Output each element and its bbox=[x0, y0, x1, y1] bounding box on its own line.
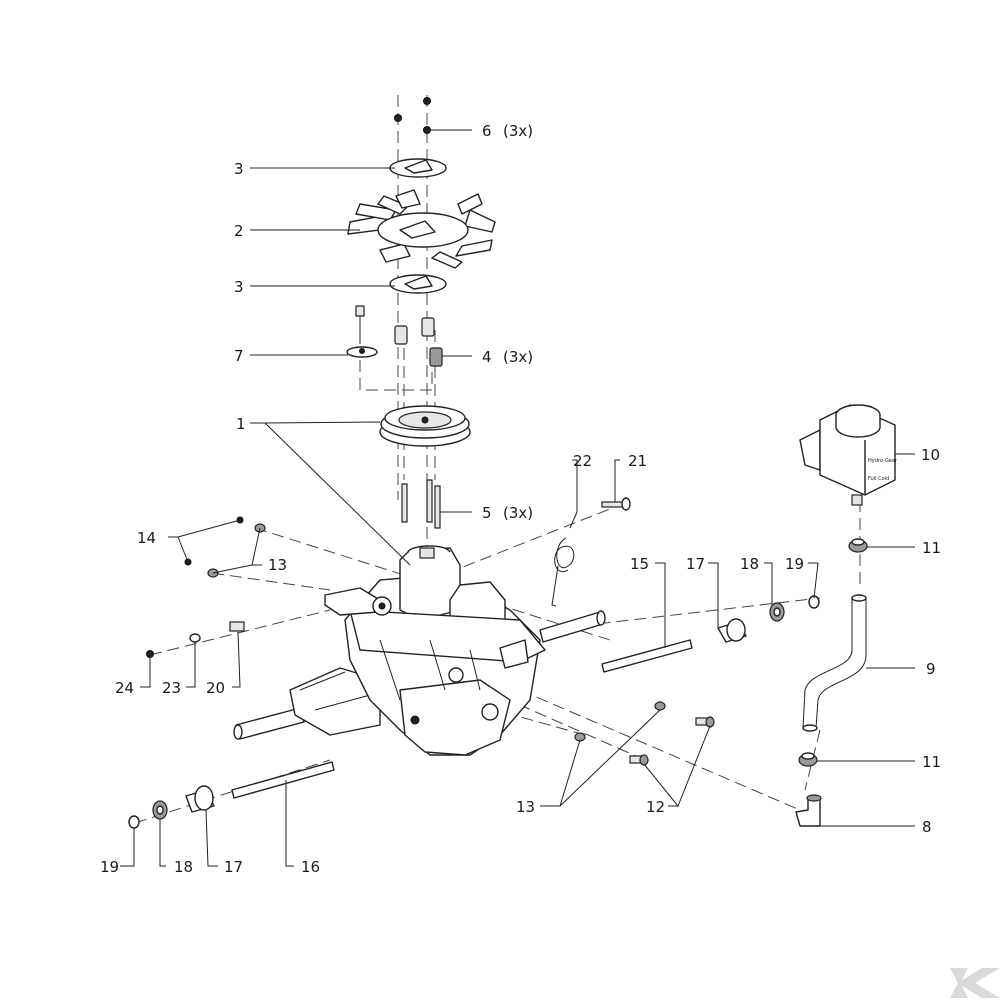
transaxle-housing bbox=[233, 545, 606, 756]
part-21-pin bbox=[601, 497, 631, 511]
part-18-left-washer bbox=[152, 800, 168, 820]
part-3-upper-plate bbox=[389, 158, 447, 178]
callout-16: 16 bbox=[301, 858, 320, 876]
callout-2: 2 bbox=[234, 222, 244, 240]
callout-21: 21 bbox=[628, 452, 647, 470]
part-15-right-axle-shaft bbox=[601, 639, 693, 673]
callout-4-qty: (3x) bbox=[503, 348, 533, 366]
callout-15: 15 bbox=[630, 555, 649, 573]
part-1-pulley bbox=[379, 405, 471, 447]
callout-3-lower: 3 bbox=[234, 278, 244, 296]
callout-11-upper: 11 bbox=[922, 539, 941, 557]
part-22-torsion-spring bbox=[551, 511, 578, 607]
callout-7: 7 bbox=[234, 347, 244, 365]
leader-lines bbox=[120, 129, 915, 867]
callout-20: 20 bbox=[206, 679, 225, 697]
callout-labels: 6 (3x) 3 2 3 7 4 (3x) 1 22 21 5 (3x) 10 … bbox=[100, 122, 941, 876]
part-7-key-plate-bolt bbox=[346, 305, 378, 358]
callout-6-qty: (3x) bbox=[503, 122, 533, 140]
callout-10: 10 bbox=[921, 446, 940, 464]
part-17-right-bushing bbox=[717, 618, 747, 643]
callout-9: 9 bbox=[926, 660, 936, 678]
part-14-fasteners bbox=[184, 516, 244, 566]
callout-1: 1 bbox=[236, 415, 246, 433]
callout-4: 4 bbox=[482, 348, 492, 366]
reservoir-brand-label: Hydro-Gear bbox=[868, 458, 898, 464]
part-2-cooling-fan bbox=[347, 189, 496, 269]
part-11-upper-hose-clamp bbox=[848, 538, 868, 553]
callout-12: 12 bbox=[646, 798, 665, 816]
part-6-nuts bbox=[394, 97, 431, 134]
part-10-oil-reservoir: Hydro-Gear Full Cold bbox=[799, 404, 898, 506]
part-5-long-bolts bbox=[401, 479, 441, 529]
part-20-dowel bbox=[229, 621, 245, 632]
callout-13-upper: 13 bbox=[268, 556, 287, 574]
part-9-hose bbox=[802, 594, 867, 732]
part-11-lower-hose-clamp bbox=[798, 752, 818, 767]
callout-23: 23 bbox=[162, 679, 181, 697]
callout-5: 5 bbox=[482, 504, 492, 522]
part-13-washers-upper bbox=[207, 523, 266, 578]
callout-18-right: 18 bbox=[740, 555, 759, 573]
callout-24: 24 bbox=[115, 679, 134, 697]
callout-18-left: 18 bbox=[174, 858, 193, 876]
callout-11-lower: 11 bbox=[922, 753, 941, 771]
callout-13-lower: 13 bbox=[516, 798, 535, 816]
callout-17-right: 17 bbox=[686, 555, 705, 573]
callout-14: 14 bbox=[137, 529, 156, 547]
part-12-screws bbox=[629, 716, 715, 766]
part-3-lower-plate bbox=[389, 274, 447, 294]
callout-6: 6 bbox=[482, 122, 492, 140]
part-23-washer bbox=[189, 633, 201, 643]
callout-22: 22 bbox=[573, 452, 592, 470]
callout-8: 8 bbox=[922, 818, 932, 836]
callout-19-right: 19 bbox=[785, 555, 804, 573]
part-18-right-washer bbox=[769, 602, 785, 622]
reservoir-level-label: Full Cold bbox=[868, 476, 889, 482]
part-17-left-bushing bbox=[185, 785, 215, 813]
callout-5-qty: (3x) bbox=[503, 504, 533, 522]
callout-19-left: 19 bbox=[100, 858, 119, 876]
part-4-spacers bbox=[394, 317, 443, 367]
callout-3-upper: 3 bbox=[234, 160, 244, 178]
part-24-nut bbox=[146, 650, 154, 658]
part-16-left-axle-shaft bbox=[231, 761, 335, 799]
callout-17-left: 17 bbox=[224, 858, 243, 876]
part-8-elbow-fitting bbox=[795, 794, 822, 827]
brand-k-logo-icon bbox=[950, 968, 1000, 998]
part-19-left-snap-ring bbox=[128, 815, 140, 829]
